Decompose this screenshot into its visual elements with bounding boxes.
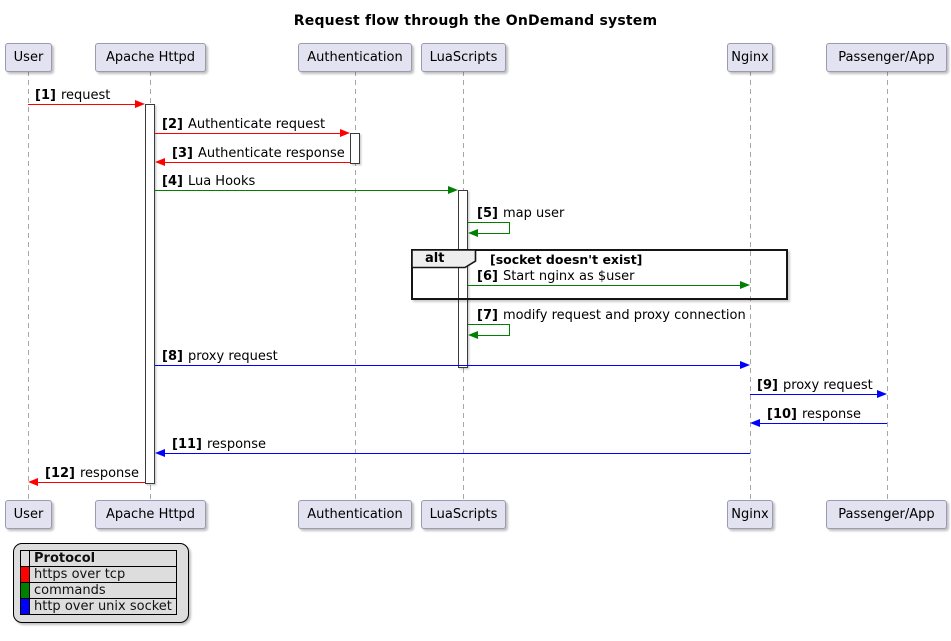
- legend-row-commands: commands: [20, 582, 177, 599]
- message-6-label: [6]Start nginx as $user: [477, 269, 635, 284]
- lifeline-user: [28, 71, 29, 500]
- diagram-title: Request flow through the OnDemand system: [293, 13, 658, 29]
- message-10-arrowhead: [750, 419, 760, 427]
- message-12-line: [37, 482, 145, 484]
- legend-row-unix-socket: http over unix socket: [20, 598, 177, 615]
- legend-swatch-red: [20, 566, 30, 583]
- participant-top-authentication: Authentication: [298, 43, 412, 72]
- message-7-line-down: [509, 324, 511, 336]
- participant-bottom-passenger-app: Passenger/App: [826, 500, 947, 529]
- message-6-line: [468, 285, 741, 287]
- message-2-arrowhead: [340, 129, 350, 137]
- lifeline-passenger-app: [887, 71, 888, 500]
- legend-header-swatch: [20, 550, 30, 567]
- alt-operator-pentagon: [411, 249, 477, 269]
- message-11-line: [164, 453, 750, 455]
- participant-top-apache-httpd: Apache Httpd: [95, 43, 206, 72]
- legend-swatch-blue: [20, 598, 30, 615]
- message-7-line-out: [468, 324, 510, 326]
- activation-luascripts: [458, 190, 468, 368]
- message-3-line: [164, 162, 350, 164]
- legend-header-label: Protocol: [29, 550, 177, 567]
- message-1-arrowhead: [135, 100, 145, 108]
- message-8-label: [8]proxy request: [162, 349, 278, 364]
- message-5-line-out: [468, 222, 510, 224]
- activation-apache-httpd: [145, 104, 155, 484]
- legend-header-row: Protocol: [20, 550, 177, 567]
- message-8-arrowhead: [740, 361, 750, 369]
- legend-swatch-green: [20, 582, 30, 599]
- message-3-label: [3]Authenticate response: [172, 146, 345, 161]
- message-5-line-down: [509, 222, 511, 234]
- legend-table: Protocol https over tcp commands http ov…: [20, 550, 177, 615]
- message-1-label: [1]request: [35, 88, 111, 103]
- message-4-line: [155, 190, 449, 192]
- message-6-arrowhead: [740, 281, 750, 289]
- message-7-arrowhead: [468, 331, 478, 339]
- message-10-line: [759, 423, 887, 425]
- message-2-line: [155, 133, 341, 135]
- alt-guard-label: [socket doesn't exist]: [490, 252, 643, 267]
- legend-label-commands: commands: [29, 582, 177, 599]
- message-12-label: [12]response: [45, 466, 140, 481]
- participant-bottom-user: User: [5, 500, 52, 529]
- message-8-line: [155, 365, 741, 367]
- message-12-arrowhead: [28, 478, 38, 486]
- message-4-label: [4]Lua Hooks: [162, 174, 256, 189]
- participant-top-nginx: Nginx: [727, 43, 773, 72]
- message-9-label: [9]proxy request: [757, 378, 873, 393]
- participant-bottom-nginx: Nginx: [727, 500, 773, 529]
- legend-label-unix-socket: http over unix socket: [29, 598, 177, 615]
- legend-label-https: https over tcp: [29, 566, 177, 583]
- participant-bottom-luascripts: LuaScripts: [421, 500, 506, 529]
- legend-row-https: https over tcp: [20, 566, 177, 583]
- participant-top-user: User: [5, 43, 52, 72]
- message-3-arrowhead: [155, 158, 165, 166]
- message-9-line: [750, 394, 878, 396]
- message-7-line-back: [477, 335, 510, 337]
- lifeline-authentication: [355, 71, 356, 500]
- participant-top-passenger-app: Passenger/App: [826, 43, 947, 72]
- message-7-label: [7]modify request and proxy connection: [477, 308, 746, 323]
- message-5-label: [5]map user: [477, 206, 565, 221]
- alt-operator-label: alt: [425, 251, 445, 266]
- activation-authentication: [350, 133, 360, 164]
- message-5-line-back: [477, 233, 510, 235]
- message-4-arrowhead: [448, 186, 458, 194]
- lifeline-nginx: [750, 71, 751, 500]
- message-10-label: [10]response: [767, 407, 862, 422]
- message-11-arrowhead: [155, 449, 165, 457]
- protocol-legend: Protocol https over tcp commands http ov…: [13, 543, 189, 623]
- message-5-arrowhead: [468, 229, 478, 237]
- message-2-label: [2]Authenticate request: [162, 117, 326, 132]
- alt-fragment: alt [socket doesn't exist]: [411, 249, 788, 300]
- participant-bottom-apache-httpd: Apache Httpd: [95, 500, 206, 529]
- participant-top-luascripts: LuaScripts: [421, 43, 506, 72]
- message-11-label: [11]response: [172, 437, 267, 452]
- participant-bottom-authentication: Authentication: [298, 500, 412, 529]
- message-9-arrowhead: [877, 390, 887, 398]
- message-1-line: [28, 104, 136, 106]
